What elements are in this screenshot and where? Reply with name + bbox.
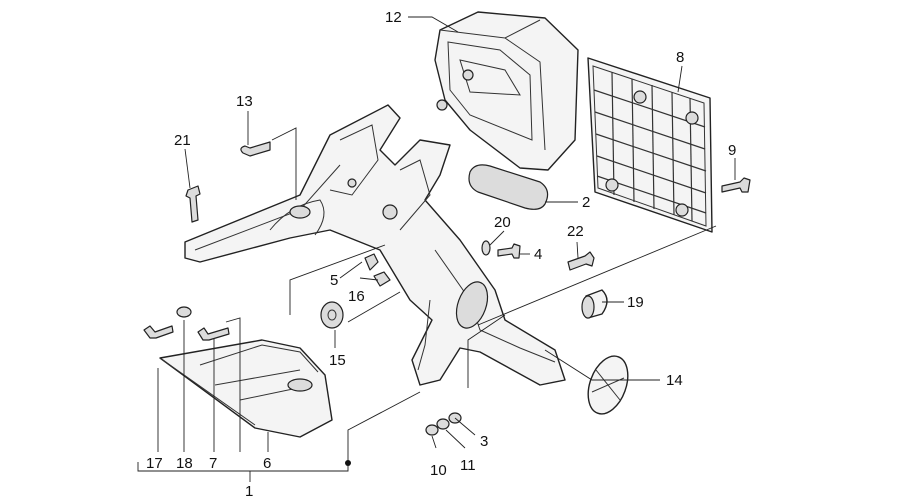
- screw-7: [197, 327, 230, 341]
- rubber-washer: [320, 301, 344, 329]
- spacer-bushing: [581, 289, 608, 319]
- callout-5: 5: [330, 272, 338, 289]
- callout-10: 10: [430, 462, 447, 479]
- callout-2: 2: [582, 194, 590, 211]
- callout-14: 14: [666, 372, 683, 389]
- rear-mudguard-frame: [184, 104, 566, 386]
- callout-12: 12: [385, 9, 402, 26]
- round-reflector: [587, 355, 629, 415]
- screw-4: [497, 243, 521, 259]
- callout-17: 17: [146, 455, 163, 472]
- leader-lines: [137, 16, 736, 482]
- clip-5: [364, 253, 379, 271]
- callout-16: 16: [348, 288, 365, 305]
- screw-17: [143, 325, 174, 339]
- callout-7: 7: [209, 455, 217, 472]
- callout-20: 20: [494, 214, 511, 231]
- washer-20: [481, 240, 491, 256]
- callout-4: 4: [534, 246, 542, 263]
- reflector-strip: [468, 164, 549, 210]
- callout-11: 11: [460, 457, 476, 474]
- callout-19: 19: [627, 294, 644, 311]
- washer-11: [436, 418, 450, 430]
- lower-splash-guard: [159, 339, 333, 438]
- callout-21: 21: [174, 132, 191, 149]
- callout-9: 9: [728, 142, 736, 159]
- nut-10: [425, 424, 439, 436]
- screw-21: [185, 185, 201, 223]
- washer-18: [176, 306, 192, 318]
- plate-grid: [593, 71, 707, 222]
- callout-8: 8: [676, 49, 684, 66]
- callout-18: 18: [176, 455, 193, 472]
- nut-16: [373, 271, 391, 287]
- license-plate-holder: [587, 57, 713, 233]
- callout-3: 3: [480, 433, 488, 450]
- screw-13: [240, 141, 271, 157]
- callout-22: 22: [567, 223, 584, 240]
- screw-22: [567, 251, 595, 271]
- callout-1: 1: [245, 483, 253, 499]
- screw-9: [721, 177, 751, 193]
- tail-light-housing: [434, 11, 579, 171]
- callout-13: 13: [236, 93, 253, 110]
- callout-6: 6: [263, 455, 271, 472]
- callout-15: 15: [329, 352, 346, 369]
- callout-labels: 12 8 9 13 21 2 20 4 22 19 14 5 16 15 3 1…: [146, 9, 736, 499]
